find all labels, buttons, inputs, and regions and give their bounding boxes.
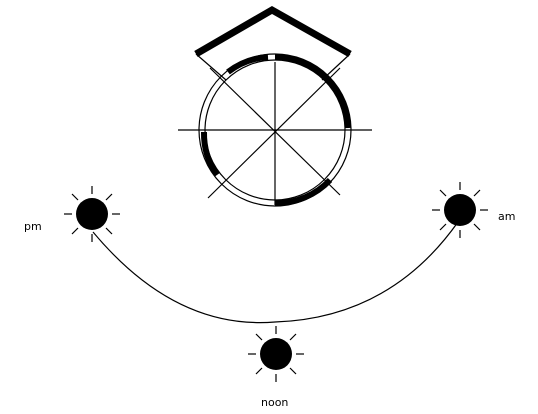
thick-arc-top [228, 57, 268, 72]
thick-arc-left [204, 132, 217, 175]
label-pm: pm [24, 220, 42, 233]
house-plan-icon [178, 10, 372, 206]
sun-am-icon [432, 182, 488, 238]
roof-outline [196, 10, 350, 54]
sun-pm-icon [64, 186, 120, 242]
thick-arc-top-right [275, 57, 348, 128]
sun-path-arc [93, 222, 458, 323]
axis-diagonal-2 [208, 68, 340, 198]
label-am: am [498, 210, 515, 223]
label-noon: noon [261, 396, 288, 409]
sun-noon-icon [248, 326, 304, 382]
